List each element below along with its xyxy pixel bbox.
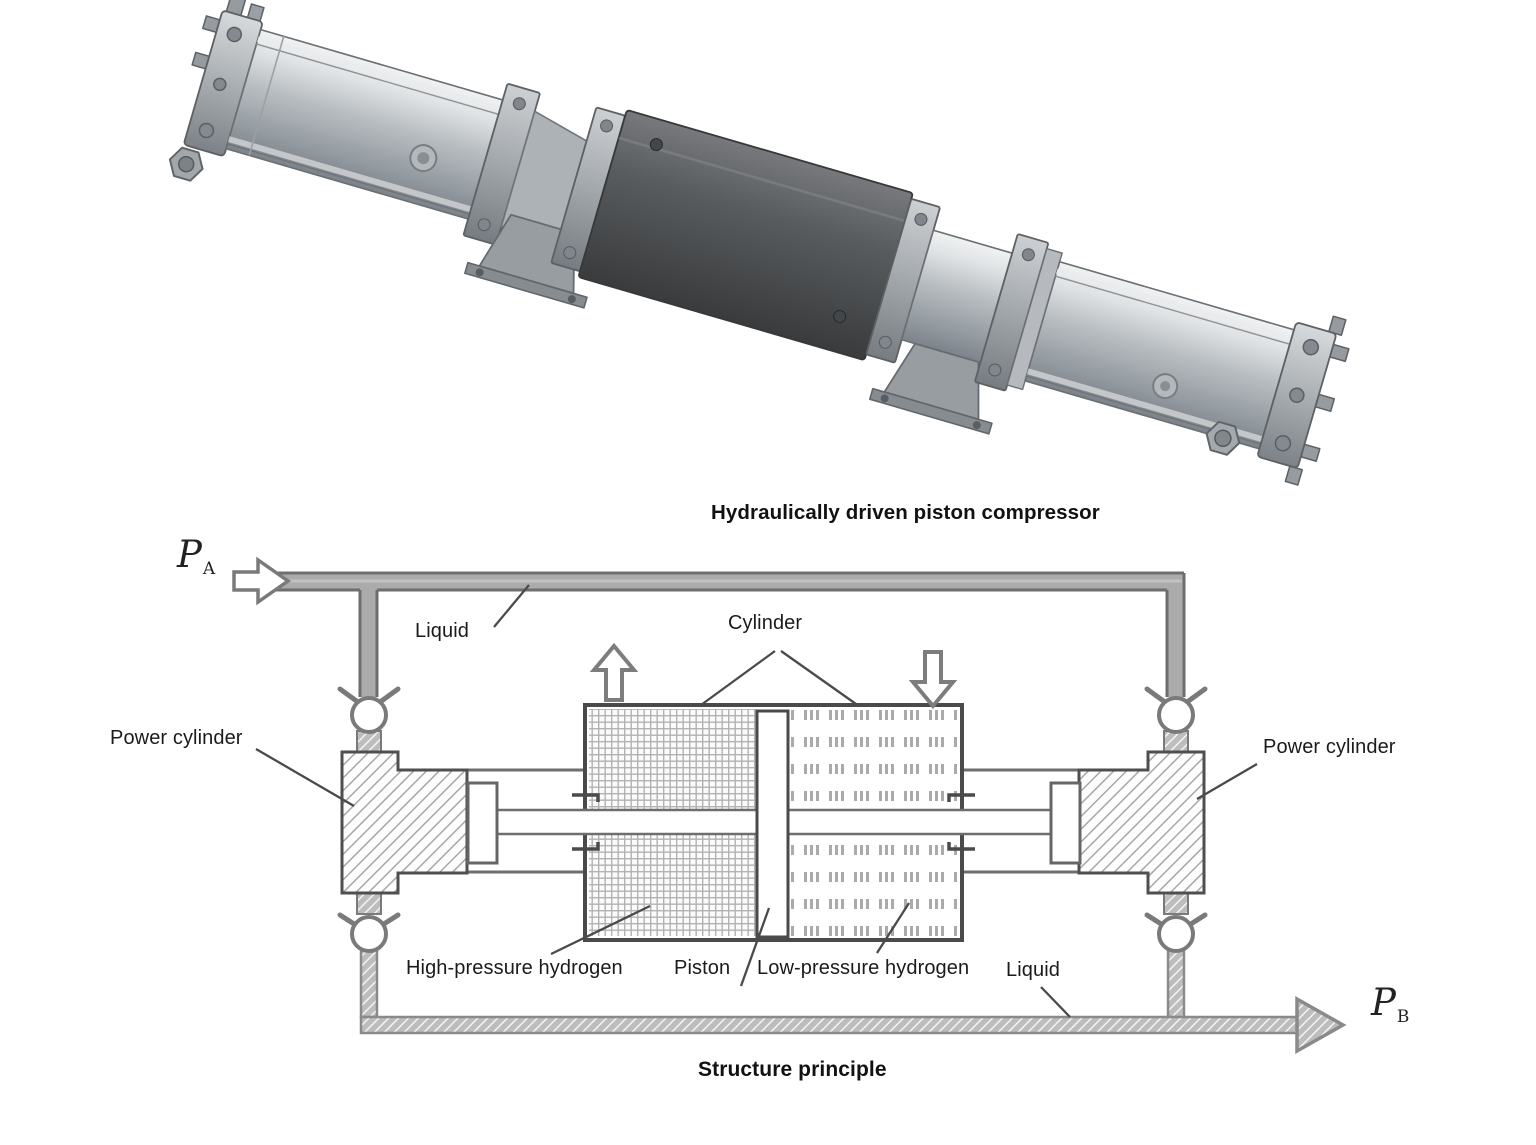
- pb-subscript: B: [1396, 1007, 1410, 1027]
- check-valve-bottom-right: [1144, 892, 1208, 953]
- leader-lines: [255, 584, 1258, 1018]
- check-valve-top-left: [337, 686, 401, 754]
- photo-caption: Hydraulically driven piston compressor: [711, 501, 1100, 524]
- label-cylinder: Cylinder: [728, 612, 803, 634]
- right-end-cap: [1257, 315, 1350, 486]
- pa-subscript: A: [202, 559, 216, 579]
- pb-arrow-icon: [1295, 996, 1347, 1054]
- top-liquid-pipe: [250, 571, 1186, 697]
- rod-seal-marks: [572, 793, 975, 851]
- middle-flange-assembly: [865, 198, 1063, 435]
- label-liquid-top: Liquid: [415, 620, 469, 642]
- left-cylinder-barrel: [225, 28, 504, 220]
- label-pa: PA: [177, 536, 215, 578]
- check-valve-bottom-left: [337, 892, 401, 953]
- power-cylinder-right-block: [1077, 750, 1206, 895]
- power-cylinder-tubes: [467, 768, 1079, 874]
- gas-out-up-arrow-icon: [589, 642, 639, 702]
- check-valve-top-right: [1144, 686, 1208, 754]
- piston-rod-left: [495, 808, 761, 836]
- pa-arrow-icon: [232, 556, 292, 606]
- label-pb: PB: [1371, 984, 1409, 1026]
- power-cylinder-left-block: [340, 750, 469, 895]
- piston-rod-right: [786, 808, 1053, 836]
- compressor-3d-render: [168, 0, 1350, 486]
- left-end-cap: [168, 0, 265, 182]
- label-high-pressure-hydrogen: High-pressure hydrogen: [406, 957, 623, 979]
- label-low-pressure-hydrogen: Low-pressure hydrogen: [757, 957, 970, 979]
- label-piston: Piston: [674, 957, 731, 979]
- drive-piston-right: [1049, 781, 1082, 865]
- label-power-cylinder-left: Power cylinder: [110, 727, 243, 749]
- schematic-caption: Structure principle: [698, 1058, 887, 1081]
- drive-piston-left: [466, 781, 499, 865]
- label-liquid-bottom: Liquid: [1006, 959, 1060, 981]
- pb-symbol: P: [1371, 981, 1396, 1024]
- pa-symbol: P: [177, 533, 202, 576]
- right-cylinder-barrel: [1024, 260, 1295, 456]
- piston-bar: [755, 709, 790, 939]
- label-power-cylinder-right: Power cylinder: [1263, 736, 1396, 758]
- gas-in-down-arrow-icon: [908, 650, 958, 710]
- bottom-liquid-pipe: [359, 947, 1347, 1054]
